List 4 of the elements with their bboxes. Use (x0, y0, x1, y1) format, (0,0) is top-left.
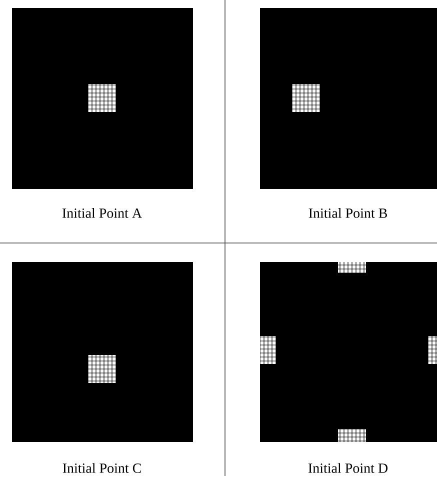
panel-caption: Initial Point C (62, 463, 141, 473)
panel-caption: Initial Point B (308, 208, 387, 218)
panel-caption: Initial Point D (308, 463, 388, 473)
panel-caption: Initial Point A (62, 208, 142, 218)
